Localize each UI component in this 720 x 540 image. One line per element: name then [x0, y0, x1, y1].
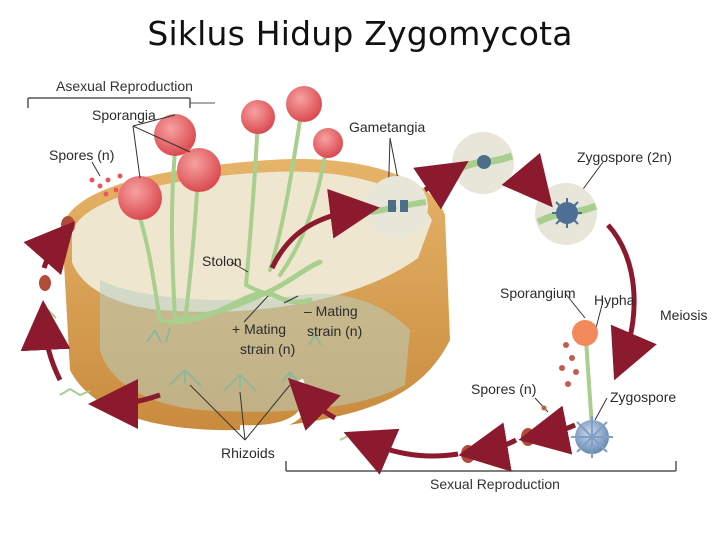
zygospore-label: Zygospore [610, 389, 676, 405]
spores-top-label: Spores (n) [49, 147, 114, 163]
plus-mating-strain-line2: strain (n) [240, 341, 295, 357]
gametangia-stage-1 [366, 176, 428, 238]
rhizoids-label: Rhizoids [221, 445, 275, 461]
sporangium-label: Sporangium [500, 285, 576, 301]
sexual-bracket [286, 461, 676, 471]
germinating-zygospore [571, 320, 613, 458]
sporangia-label: Sporangia [92, 107, 156, 123]
asexual-reproduction-label: Asexual Reproduction [56, 78, 193, 94]
stolon-label: Stolon [202, 253, 242, 269]
meiosis-label: Meiosis [660, 307, 707, 323]
minus-mating-strain-line2: strain (n) [307, 323, 362, 339]
spores-bottom-dots [542, 342, 580, 411]
minus-mating-strain-line1: – Mating [304, 303, 358, 319]
gametangia-label: Gametangia [349, 119, 425, 135]
hypha-label: Hypha [594, 292, 635, 308]
zygospore-2n-label: Zygospore (2n) [577, 149, 672, 165]
spores-bottom-label: Spores (n) [471, 381, 536, 397]
sexual-reproduction-label: Sexual Reproduction [430, 476, 560, 492]
gametangia-stage-2 [452, 132, 514, 194]
plus-mating-strain-line1: + Mating [232, 321, 286, 337]
zygospore-stage [535, 183, 597, 245]
